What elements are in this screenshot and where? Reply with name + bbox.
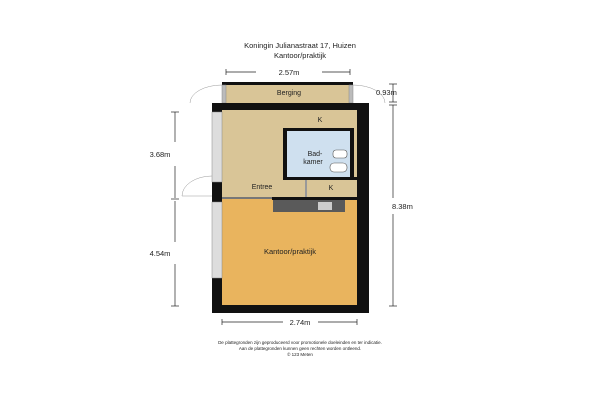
room-label-entree: Entree: [252, 184, 273, 191]
room-label-badkamer-2: kamer: [303, 159, 323, 166]
room-label-k-bottom: K: [329, 185, 334, 192]
sink-icon: [332, 149, 348, 159]
toilet-icon: [329, 162, 348, 173]
wall: [283, 128, 287, 178]
dimension-top: [225, 69, 351, 75]
dimension-top-label: 2.57m: [279, 68, 300, 77]
disclaimer-line-2: Aan de plattegronden kunnen geen rechten…: [239, 346, 361, 351]
kitchen-counter: [273, 200, 345, 212]
window: [211, 111, 223, 183]
kitchen-sink-icon: [318, 202, 332, 210]
dimension-berging: [389, 83, 397, 103]
title-address: Koningin Julianastraat 17, Huizen: [244, 41, 356, 50]
door-frame: [221, 84, 227, 104]
wall: [283, 177, 357, 180]
room-kantoor: [222, 199, 357, 305]
room-berging: [222, 82, 353, 103]
disclaimer-line-3: © 123 Meten: [287, 351, 313, 357]
wall: [222, 82, 353, 85]
dimension-lower-label: 4.54m: [150, 249, 171, 258]
room-label-berging: Berging: [277, 90, 301, 97]
room-label-k-top: K: [318, 117, 323, 124]
room-label-kantoor: Kantoor/praktijk: [264, 247, 316, 256]
room-label-badkamer-1: Bad-: [308, 151, 323, 158]
door-swing: [189, 84, 223, 104]
dimension-left: [171, 111, 179, 307]
door-swing: [352, 84, 386, 104]
dimension-upper-label: 3.68m: [150, 150, 171, 159]
wall: [350, 128, 354, 180]
dimension-berging-label: 0.93m: [376, 88, 397, 97]
disclaimer-line-1: De plattegronden zijn geproduceerd voor …: [218, 340, 382, 345]
dimension-bottom-label: 2.74m: [290, 318, 311, 327]
dimension-right: [389, 104, 397, 307]
partition: [305, 180, 307, 197]
window: [211, 201, 223, 279]
title-subtitle: Kantoor/praktijk: [274, 51, 326, 60]
dimension-bottom: [221, 319, 358, 325]
wall: [272, 197, 357, 200]
door-swing: [181, 175, 213, 197]
dimension-total-label: 8.38m: [392, 202, 413, 211]
wall: [285, 128, 350, 131]
door-frame: [348, 84, 354, 104]
